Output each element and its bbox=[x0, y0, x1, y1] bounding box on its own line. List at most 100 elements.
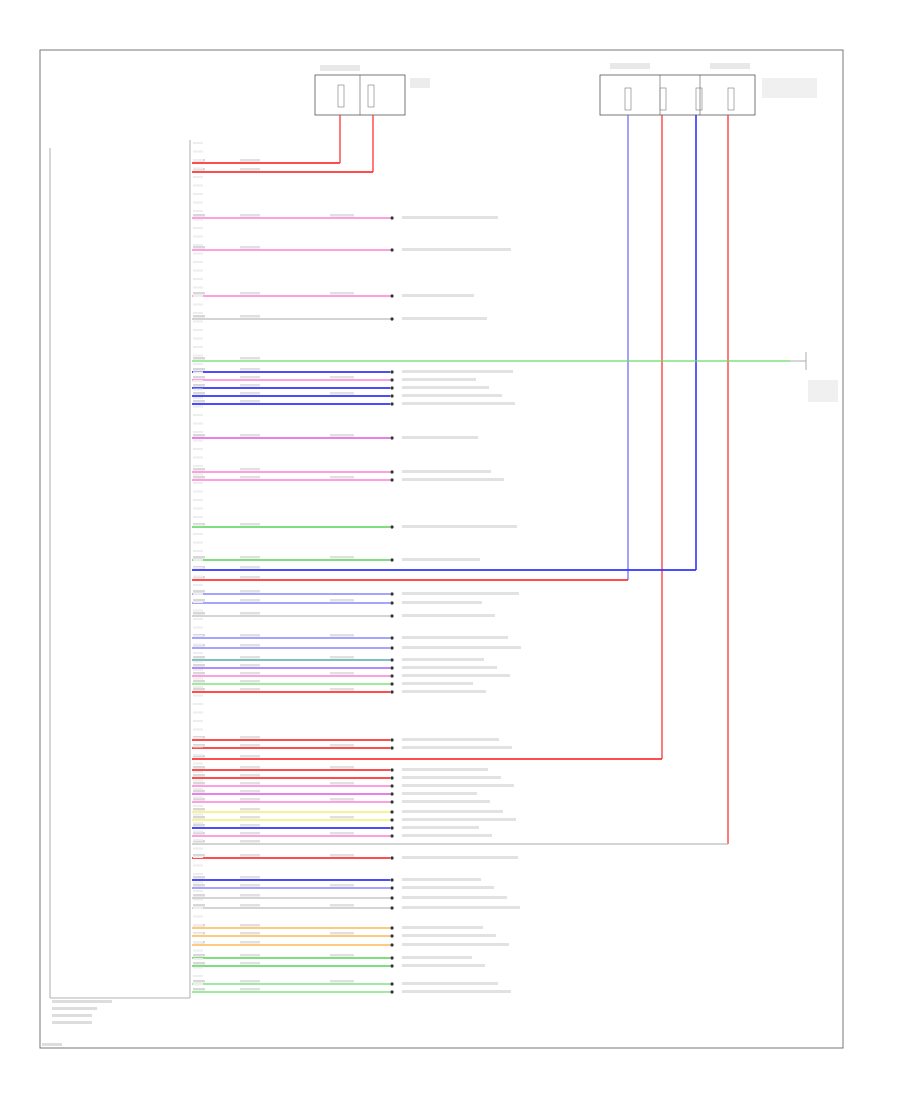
wire-terminal-dot bbox=[390, 926, 394, 930]
pin-placeholder bbox=[193, 465, 203, 467]
pin-placeholder bbox=[193, 567, 203, 569]
wire-code-placeholder bbox=[330, 954, 354, 957]
pin-placeholder bbox=[193, 414, 203, 416]
pin-placeholder bbox=[193, 295, 203, 297]
wire-terminal-dot bbox=[390, 294, 394, 298]
pin-number-placeholder bbox=[193, 214, 205, 217]
pin-placeholder bbox=[193, 303, 203, 306]
pin-placeholder bbox=[193, 592, 203, 595]
pin-placeholder bbox=[193, 252, 203, 255]
wire-code-placeholder bbox=[240, 392, 260, 395]
wire-code-placeholder bbox=[240, 816, 260, 819]
pin-number-placeholder bbox=[193, 808, 205, 811]
pin-number-placeholder bbox=[193, 400, 205, 403]
wire-code-placeholder bbox=[240, 680, 260, 683]
wire-code-placeholder bbox=[240, 988, 260, 991]
circuit-label-placeholder bbox=[402, 317, 487, 320]
wire-code-placeholder bbox=[330, 744, 354, 747]
pin-placeholder bbox=[193, 397, 203, 399]
pin-placeholder bbox=[193, 643, 203, 646]
wire-code-placeholder bbox=[240, 168, 260, 171]
wire-code-placeholder bbox=[240, 246, 260, 249]
pin-number-placeholder bbox=[193, 292, 205, 295]
circuit-label-placeholder bbox=[402, 386, 489, 389]
pin-placeholder bbox=[193, 533, 203, 535]
pin-placeholder bbox=[193, 864, 203, 867]
pin-placeholder bbox=[193, 150, 203, 153]
wire-terminal-dot bbox=[390, 682, 394, 686]
circuit-label-placeholder bbox=[402, 818, 516, 821]
wire-code-placeholder bbox=[240, 159, 260, 162]
circuit-label-placeholder bbox=[402, 878, 481, 881]
wire-code-placeholder bbox=[240, 774, 260, 777]
wire-terminal-dot bbox=[390, 658, 394, 662]
ground-symbol bbox=[790, 352, 838, 402]
circuit-label-placeholder bbox=[402, 746, 512, 749]
pin-placeholder bbox=[193, 482, 203, 484]
pin-number-placeholder bbox=[193, 832, 205, 835]
circuit-label-placeholder bbox=[402, 768, 488, 771]
circuit-label-placeholder bbox=[402, 248, 511, 251]
pin-placeholder bbox=[193, 839, 203, 841]
wire-code-placeholder bbox=[330, 782, 354, 785]
pin-placeholder bbox=[193, 167, 203, 170]
wire-code-placeholder bbox=[240, 599, 260, 602]
wire-code-placeholder bbox=[240, 744, 260, 747]
wire-code-placeholder bbox=[240, 556, 260, 559]
wire-terminal-dot bbox=[390, 834, 394, 838]
circuit-label-placeholder bbox=[402, 906, 520, 909]
circuit-label-placeholder bbox=[402, 926, 483, 929]
wire-code-placeholder bbox=[240, 376, 260, 379]
pin-placeholder bbox=[193, 380, 203, 382]
circuit-label-placeholder bbox=[402, 436, 478, 439]
wire-terminal-dot bbox=[390, 614, 394, 618]
wire-code-placeholder bbox=[240, 904, 260, 907]
pin-placeholder bbox=[193, 218, 203, 221]
pin-placeholder bbox=[193, 354, 203, 357]
pin-number-placeholder bbox=[193, 680, 205, 683]
wire-code-placeholder bbox=[240, 755, 260, 758]
pin-label-layer bbox=[193, 142, 205, 991]
wire-code-placeholder bbox=[240, 400, 260, 403]
pin-placeholder bbox=[193, 771, 203, 773]
pin-placeholder bbox=[193, 601, 203, 603]
wire-code-placeholder bbox=[330, 884, 354, 887]
wire-terminal-dot bbox=[390, 990, 394, 994]
circuit-label-placeholder bbox=[402, 646, 521, 649]
wire-terminal-dot bbox=[390, 878, 394, 882]
pin-placeholder bbox=[193, 456, 203, 459]
wire-code-placeholder bbox=[240, 523, 260, 526]
pin-number-placeholder bbox=[193, 672, 205, 675]
wire-terminal-dot bbox=[390, 674, 394, 678]
pin-number-placeholder bbox=[193, 840, 205, 843]
pin-placeholder bbox=[193, 235, 203, 238]
wire-terminal-dot bbox=[390, 370, 394, 374]
pin-placeholder bbox=[193, 890, 203, 892]
pin-placeholder bbox=[193, 737, 203, 739]
wire-code-placeholder bbox=[240, 932, 260, 935]
wire-code-placeholder bbox=[240, 656, 260, 659]
wire-code-placeholder bbox=[240, 840, 260, 843]
wire-terminal-dot bbox=[390, 558, 394, 562]
wire-code-placeholder bbox=[240, 798, 260, 801]
pin-placeholder bbox=[193, 660, 203, 663]
wire-terminal-dot bbox=[390, 386, 394, 390]
pin-placeholder bbox=[193, 575, 203, 578]
pin-number-placeholder bbox=[193, 612, 205, 615]
pin-number-placeholder bbox=[193, 962, 205, 965]
wire-code-placeholder bbox=[240, 644, 260, 647]
pin-number-placeholder bbox=[193, 384, 205, 387]
wire-code-placeholder bbox=[330, 854, 354, 857]
pin-placeholder bbox=[193, 983, 203, 986]
wire-code-placeholder bbox=[330, 656, 354, 659]
wire-code-placeholder bbox=[330, 904, 354, 907]
wire-code-placeholder bbox=[240, 384, 260, 387]
wire-terminal-dot bbox=[390, 784, 394, 788]
wire-terminal-dot bbox=[390, 776, 394, 780]
pin-placeholder bbox=[193, 677, 203, 680]
wire-code-placeholder bbox=[330, 798, 354, 801]
pin-placeholder bbox=[193, 184, 203, 187]
pin-placeholder bbox=[193, 856, 203, 858]
wire-terminal-dot bbox=[390, 810, 394, 814]
wire-code-placeholder bbox=[330, 392, 354, 395]
